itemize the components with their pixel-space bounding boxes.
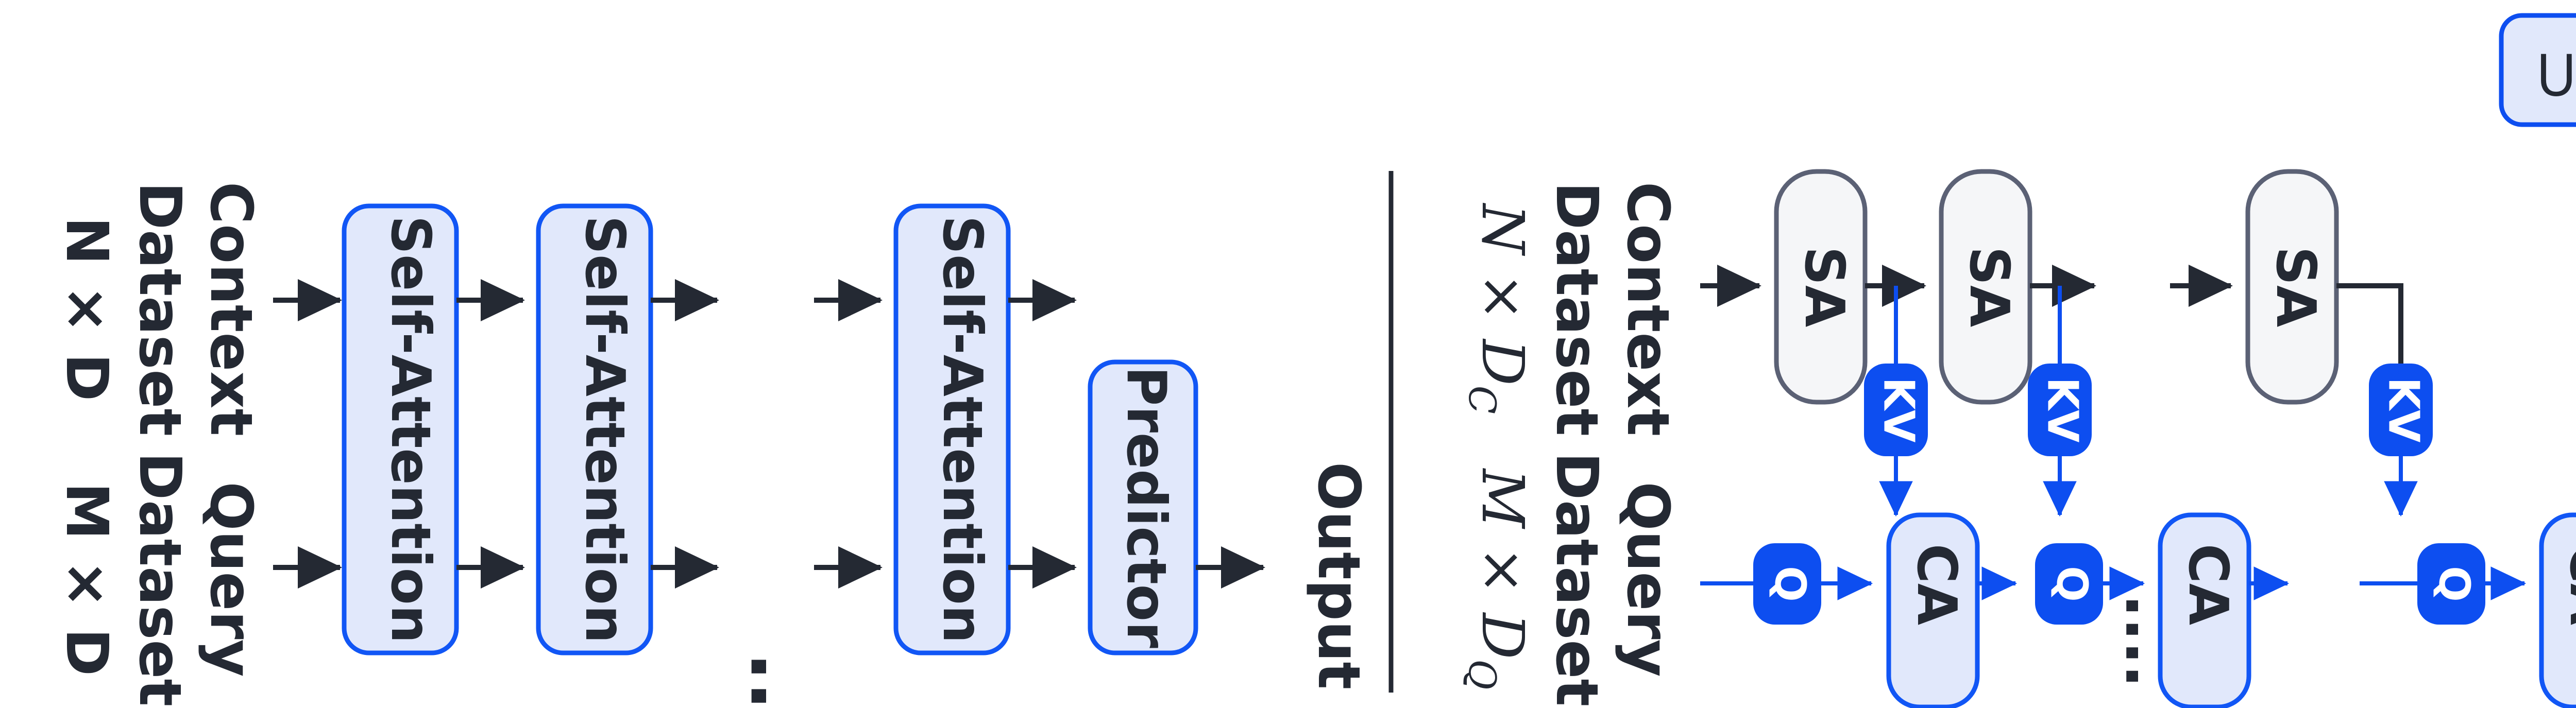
left-block-label-3: Self-Attention [931, 216, 994, 644]
right-sa-label-1: SA [1793, 247, 1856, 327]
right-query-labels: Query Dataset M × DQ [1461, 452, 1681, 706]
right-sa-label-2: SA [1958, 247, 2021, 327]
right-badge-kv-2[interactable]: KV [2028, 364, 2092, 456]
right-sa-label-3: SA [2264, 247, 2327, 327]
left-block-label-2: Self-Attention [573, 216, 636, 644]
legend-used-when-querying: Used when Querying [2499, 13, 2576, 127]
right-badge-kv-1[interactable]: KV [1864, 364, 1928, 456]
left-context-labels: Context Dataset N × D [53, 182, 264, 436]
left-predictor-label: Predictor [1115, 366, 1178, 648]
right-query-title: Query [1614, 481, 1681, 677]
right-context-shape-sub: C [1461, 386, 1504, 414]
right-block-ca-3[interactable]: CA [2539, 512, 2576, 708]
right-block-sa-2[interactable]: SA [1939, 169, 2032, 405]
right-sa3-elbow [2336, 283, 2403, 364]
left-block-self-attention-3[interactable]: Self-Attention [893, 203, 1011, 655]
left-ellipsis: .... [695, 652, 785, 708]
right-q-label-2: Q [2047, 566, 2096, 602]
right-context-labels: Context Dataset N × DC [1461, 182, 1681, 436]
right-badge-q-3[interactable]: Q [2417, 543, 2485, 625]
right-ca-label-3: CA [2558, 544, 2576, 625]
right-block-sa-3[interactable]: SA [2245, 169, 2339, 405]
right-q-label-3: Q [2430, 566, 2479, 602]
left-context-title: Context [197, 182, 264, 436]
left-query-labels: Query Dataset M × D [53, 452, 264, 706]
right-kv-label-1: KV [1874, 377, 1923, 443]
right-q-label-1: Q [1766, 566, 1815, 602]
right-context-dataset: Dataset [1543, 182, 1610, 436]
right-kv-label-2: KV [2038, 377, 2087, 443]
left-output-label: Output [1305, 462, 1372, 689]
left-context-dataset: Dataset [126, 182, 193, 436]
right-context-shape: N × DC [1461, 202, 1536, 414]
right-ca-label-1: CA [1905, 544, 1968, 625]
left-query-dataset: Dataset [126, 452, 193, 706]
right-query-dataset: Dataset [1543, 452, 1610, 706]
left-block-label-1: Self-Attention [379, 216, 442, 644]
left-query-title: Query [197, 481, 264, 677]
left-context-shape: N × D [53, 217, 120, 402]
right-badge-kv-3[interactable]: KV [2369, 364, 2433, 456]
left-query-shape: M × D [53, 482, 120, 676]
right-block-ca-2[interactable]: CA [2158, 512, 2251, 708]
right-context-title: Context [1614, 182, 1681, 436]
legend-label: Used when Querying [2537, 41, 2576, 109]
right-badge-q-1[interactable]: Q [1753, 543, 1821, 625]
right-badge-q-2[interactable]: Q [2035, 543, 2103, 625]
left-block-self-attention-2[interactable]: Self-Attention [536, 203, 653, 655]
right-query-shape-sub: Q [1461, 659, 1504, 689]
left-block-predictor[interactable]: Predictor [1088, 359, 1198, 655]
right-kv-label-3: KV [2379, 377, 2428, 443]
right-query-shape: M × DQ [1461, 468, 1536, 690]
right-ca-label-2: CA [2177, 544, 2240, 625]
right-context-shape-base: N × D [1469, 202, 1536, 386]
right-block-sa-1[interactable]: SA [1774, 169, 1868, 405]
left-block-self-attention-1[interactable]: Self-Attention [342, 203, 459, 655]
right-block-ca-1[interactable]: CA [1886, 512, 1980, 708]
right-query-shape-base: M × D [1469, 468, 1536, 660]
